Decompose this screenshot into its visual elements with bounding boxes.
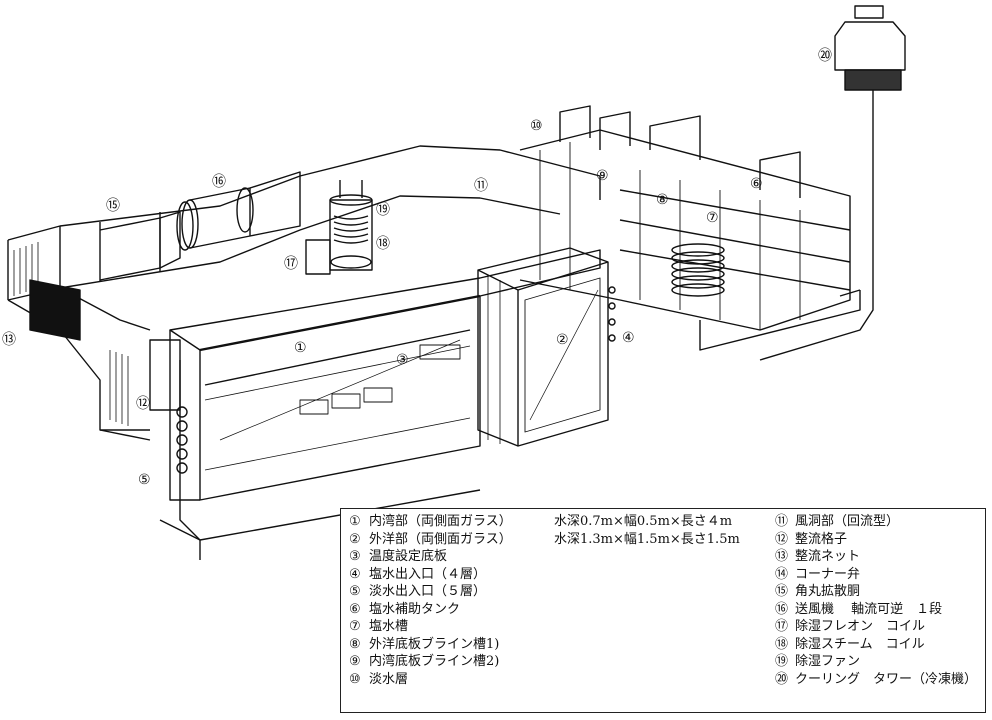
- callout-4: ④: [622, 330, 635, 346]
- callout-19: ⑲: [376, 202, 390, 218]
- cooling-tower: [759, 5, 906, 361]
- legend-dimension: 水深0.7m×幅0.5m×長さ４m: [554, 514, 733, 529]
- callout-8: ⑧: [656, 192, 669, 208]
- callout-10: ⑩: [530, 118, 543, 134]
- callout-16: ⑯: [212, 174, 226, 190]
- wind-tunnel-duct: [7, 145, 601, 441]
- callout-12: ⑫: [136, 396, 150, 412]
- fan-section: [99, 171, 301, 281]
- callout-3: ③: [396, 352, 409, 368]
- flow-straightener: [13, 242, 129, 426]
- callout-11: ⑪: [474, 178, 488, 194]
- callout-20: ⑳: [818, 48, 832, 64]
- callout-15: ⑮: [106, 198, 120, 214]
- callout-13: ⑬: [2, 332, 16, 348]
- control-panel: [149, 339, 188, 474]
- mesh-net: [29, 279, 81, 341]
- tank-rack: [519, 105, 861, 351]
- temperature-plates: [299, 344, 461, 415]
- legend-dimensions-column: 水深0.7m×幅0.5m×長さ４m 水深1.3m×幅1.5m×長さ1.5m: [554, 513, 769, 548]
- legend-dimension: 水深1.3m×幅1.5m×長さ1.5m: [554, 531, 740, 547]
- callout-9: ⑨: [596, 168, 609, 184]
- inner-bay-tank: [149, 249, 601, 560]
- callout-1: ①: [294, 340, 307, 356]
- callout-17: ⑰: [284, 256, 298, 272]
- callout-5: ⑤: [138, 472, 151, 488]
- callout-18: ⑱: [376, 236, 390, 252]
- dehumidifier-column: [305, 180, 373, 275]
- outer-ocean-tank: [477, 247, 616, 447]
- callout-7: ⑦: [706, 210, 719, 226]
- callout-2: ②: [556, 332, 569, 348]
- callout-6: ⑥: [750, 176, 763, 192]
